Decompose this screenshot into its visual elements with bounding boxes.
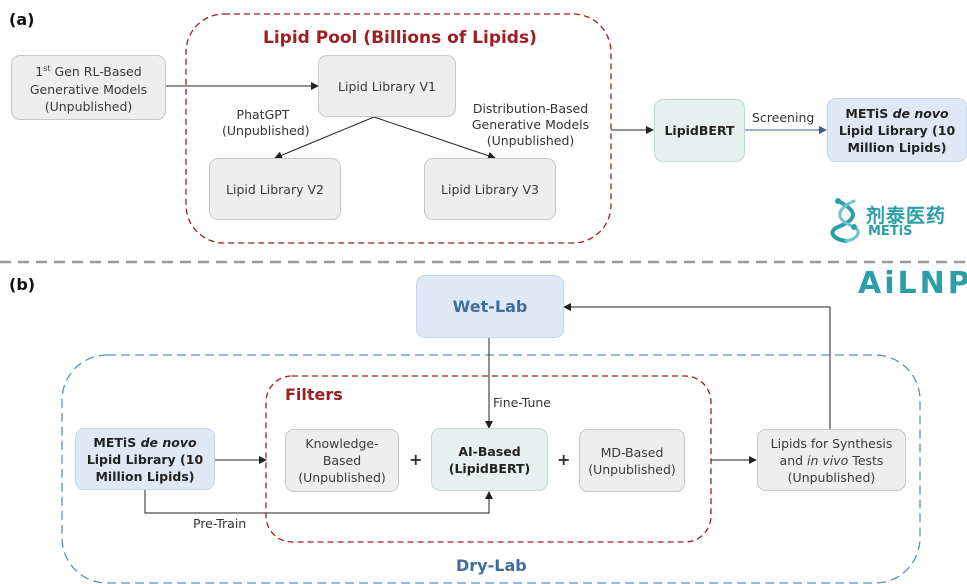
plus-sign-2: + bbox=[557, 450, 571, 469]
lipid-library-v2-box: Lipid Library V2 bbox=[209, 158, 341, 220]
lipid-pool-region bbox=[185, 13, 612, 244]
fine-tune-label: Fine-Tune bbox=[493, 395, 552, 410]
wet-lab-box: Wet-Lab bbox=[416, 275, 564, 338]
lipid-pool-title: Lipid Pool (Billions of Lipids) bbox=[263, 28, 537, 48]
filters-title: Filters bbox=[285, 385, 343, 404]
metis-helix-icon bbox=[830, 198, 860, 243]
ailnp-logo: AiLNP bbox=[858, 266, 967, 301]
dry-lab-region bbox=[61, 354, 921, 584]
metis-en-text: METiS bbox=[868, 224, 913, 239]
lipid-library-v3-box: Lipid Library V3 bbox=[424, 158, 556, 220]
ai-based-box: AI-Based (LipidBERT) bbox=[431, 428, 548, 491]
filters-region bbox=[265, 375, 712, 543]
panel-a-label: (a) bbox=[9, 10, 35, 29]
panel-b-label: (b) bbox=[9, 275, 36, 294]
metis-logo: 剂泰医药 METiS bbox=[828, 197, 967, 247]
md-based-box: MD-Based (Unpublished) bbox=[579, 429, 685, 492]
metis-cn-text: 剂泰医药 bbox=[866, 205, 947, 227]
rl-generative-models-box: 1st Gen RL-Based Generative Models (Unpu… bbox=[11, 55, 166, 120]
dry-lab-title: Dry-Lab bbox=[456, 556, 527, 575]
phatgpt-label: PhatGPT (Unpublished) bbox=[222, 107, 310, 138]
metis-lipid-library-box-b: METiS de novo Lipid Library (10 Million … bbox=[75, 428, 215, 490]
lipid-library-v1-box: Lipid Library V1 bbox=[318, 55, 456, 117]
metis-lipid-library-box-a: METiS de novo Lipid Library (10 Million … bbox=[827, 98, 967, 162]
pre-train-label: Pre-Train bbox=[193, 516, 247, 531]
plus-sign-1: + bbox=[409, 450, 423, 469]
synthesis-box: Lipids for Synthesis and in vivo Tests (… bbox=[757, 429, 906, 491]
distribution-models-label: Distribution-Based Generative Models (Un… bbox=[471, 101, 590, 148]
lipidbert-box: LipidBERT bbox=[654, 99, 745, 162]
screening-label: Screening bbox=[752, 110, 815, 125]
knowledge-based-box: Knowledge- Based (Unpublished) bbox=[285, 429, 399, 492]
